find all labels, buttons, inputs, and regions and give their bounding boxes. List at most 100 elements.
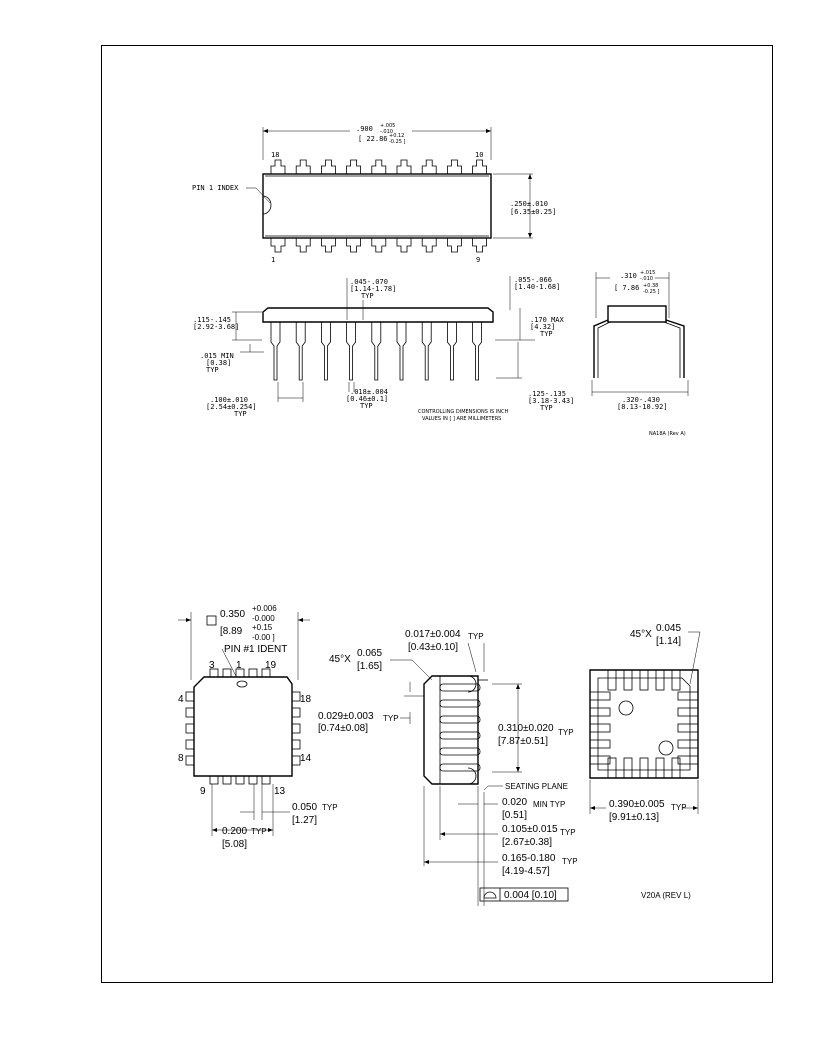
lcc-side-chamfer-dim: 0.065 [357,648,382,659]
lcc-right-pad [291,755,301,766]
dip-top-pin [346,159,361,174]
dip-side-lead-len-mm: [3.18-3.43] [528,397,574,405]
lcc-bottom-view-pad-left [589,691,611,701]
lcc-side-pad [439,763,481,772]
dip-end-row-dim: .310 [620,272,637,280]
lcc-side-ht-typ: TYP [562,857,578,866]
flatness-icon [483,891,497,899]
dip-pin-9-label: 9 [476,256,480,264]
lcc-bottom-pad [209,775,219,785]
dip-side-height-typ: TYP [540,330,553,338]
lcc-bottom-view-pad-bottom [671,757,681,779]
lcc-bottom-pad [261,775,271,785]
dip-top-pin [371,159,387,174]
dip-top-pin [421,159,437,174]
lcc-bottom-size-mm: [9.91±0.13] [609,812,659,823]
lcc-pin-13-label: 13 [274,786,286,797]
dip-side-lead [472,322,482,381]
dip-end-span-mm: [8.13-10.92] [617,403,668,411]
lcc-side-body-typ: TYP [558,728,574,737]
lcc-right-pad [291,691,301,702]
lcc-bottom-chamfer-prefix: 45°X [630,629,652,640]
lcc-size-dim: 0.350 [220,609,245,620]
dip-bottom-pin [346,238,361,253]
lcc-bottom-view-pad-bottom [607,757,617,779]
lcc-side-pad [439,715,481,724]
dip-top-pin [472,159,487,174]
dip-side-standoff-typ: TYP [206,366,219,374]
lcc-side-pad-w-typ: TYP [383,714,399,723]
dip-top-view: .900 +.005 -.010 [ 22.86 +0.12 -0.25 ] 1… [192,123,556,264]
lcc-bottom-pad [248,775,258,785]
lcc-pitch-typ: TYP [322,803,338,812]
lcc-bottom-marker-2 [658,740,674,756]
lcc-top-pad [209,668,219,678]
lcc-bottom-size-typ: TYP [671,803,687,812]
lcc-side-thk-dim: 0.105±0.015 [502,824,558,835]
dip-side-height-mm: [4.32] [530,323,555,331]
dip-side-lead [270,322,281,381]
dip-side-lead [421,322,432,381]
dip-side-body-mm: [2.92-3.68] [193,323,239,331]
lcc-pin-18-label: 18 [300,694,312,705]
lcc-side-pad-typ: TYP [468,632,484,641]
lcc-bottom-view-pad-right [677,723,699,733]
dip-end-view: .310 +.015 -.010 [ 7.86 +0.38 -0.25 ] .3… [591,270,689,437]
dip-side-shoulder-mm: [1.40-1.68] [514,283,560,291]
dip-top-pin [447,159,462,174]
dip-side-pitch: .100±.010 [210,396,248,404]
lcc-side-pad [439,699,481,708]
dip-bottom-pin [295,238,311,253]
lcc-size-mm: [8.89 [220,626,243,637]
lcc-bottom-view-pad-right [677,691,699,701]
lcc-bottom-marker-1 [618,700,634,716]
lcc-left-pad [185,707,195,718]
dip-end-row-mm-tol-plus: +0.38 [643,283,658,289]
dip-side-lead [321,322,331,381]
pin1-index-label: PIN 1 INDEX [192,184,239,192]
dip-end-row-tol-plus: +.015 [640,270,655,276]
lcc-size-tol-minus: -0.000 [252,614,275,623]
dip-bottom-pin [321,238,336,253]
lcc-pin-1-label: 1 [236,660,242,671]
lcc-side-thk-typ: TYP [560,828,576,837]
lcc-side-thk-mm: [2.67±0.38] [502,837,552,848]
lcc-bottom-view-pad-bottom [639,757,649,779]
dip-bottom-pin [371,238,387,253]
lcc-pin-9-label: 9 [200,786,206,797]
lcc-seating-plane-label: SEATING PLANE [505,782,568,791]
dip-top-pin [321,159,336,174]
lcc-bottom-view-pad-left [589,739,611,749]
dip-pin-18-label: 18 [271,151,279,159]
lcc-bottom-chamfer-dim: 0.045 [656,623,681,634]
lcc-side-pad-dim: 0.017±0.004 [405,629,461,640]
lcc-bottom-view-pad-left [589,723,611,733]
lcc-side-ht-dim: 0.165-0.180 [502,853,556,864]
lcc-bottom-view: 45°X 0.045 [1.14] 0.390±0.005 TYP [9.91±… [589,623,701,900]
lcc-bottom-view-pad-top [623,669,633,691]
dip-end-span-dim: .320-.430 [622,396,660,404]
lcc-side-pad [439,747,481,756]
lcc-side-pad [439,731,481,740]
lcc-bottom-view-pad-left [589,707,611,717]
dip-end-row-tol-minus: -.010 [640,276,653,282]
lcc-left-pad [185,755,195,766]
lcc-pin-4-label: 4 [178,694,184,705]
lcc-size-mm-tol-minus: -0.00 ] [252,633,275,642]
dip-side-lead-width-mm: [0.46±0.1] [346,395,388,403]
lcc-span-typ: TYP [251,827,267,836]
lcc-flatness-value: 0.004 [0.10] [504,890,557,901]
dip-length-tol-minus: -.010 [380,129,393,135]
lcc-bottom-view-pad-right [677,755,699,765]
dip-side-lead-len-typ: TYP [540,404,553,412]
lcc-bottom-view-pad-right [677,739,699,749]
dip-width-dim: .250±.010 [510,200,548,208]
dip-pin-10-label: 10 [475,151,483,159]
dip-length-mm: [ 22.86 [358,135,388,143]
lcc-bottom-pad [235,775,245,785]
lcc-side-standoff-typ: MIN TYP [533,800,565,809]
dip-side-lead [371,322,382,381]
lcc-top-pad [261,668,271,678]
lcc-pitch-dim: 0.050 [292,802,317,813]
lcc-side-standoff-mm: [0.51] [502,810,527,821]
